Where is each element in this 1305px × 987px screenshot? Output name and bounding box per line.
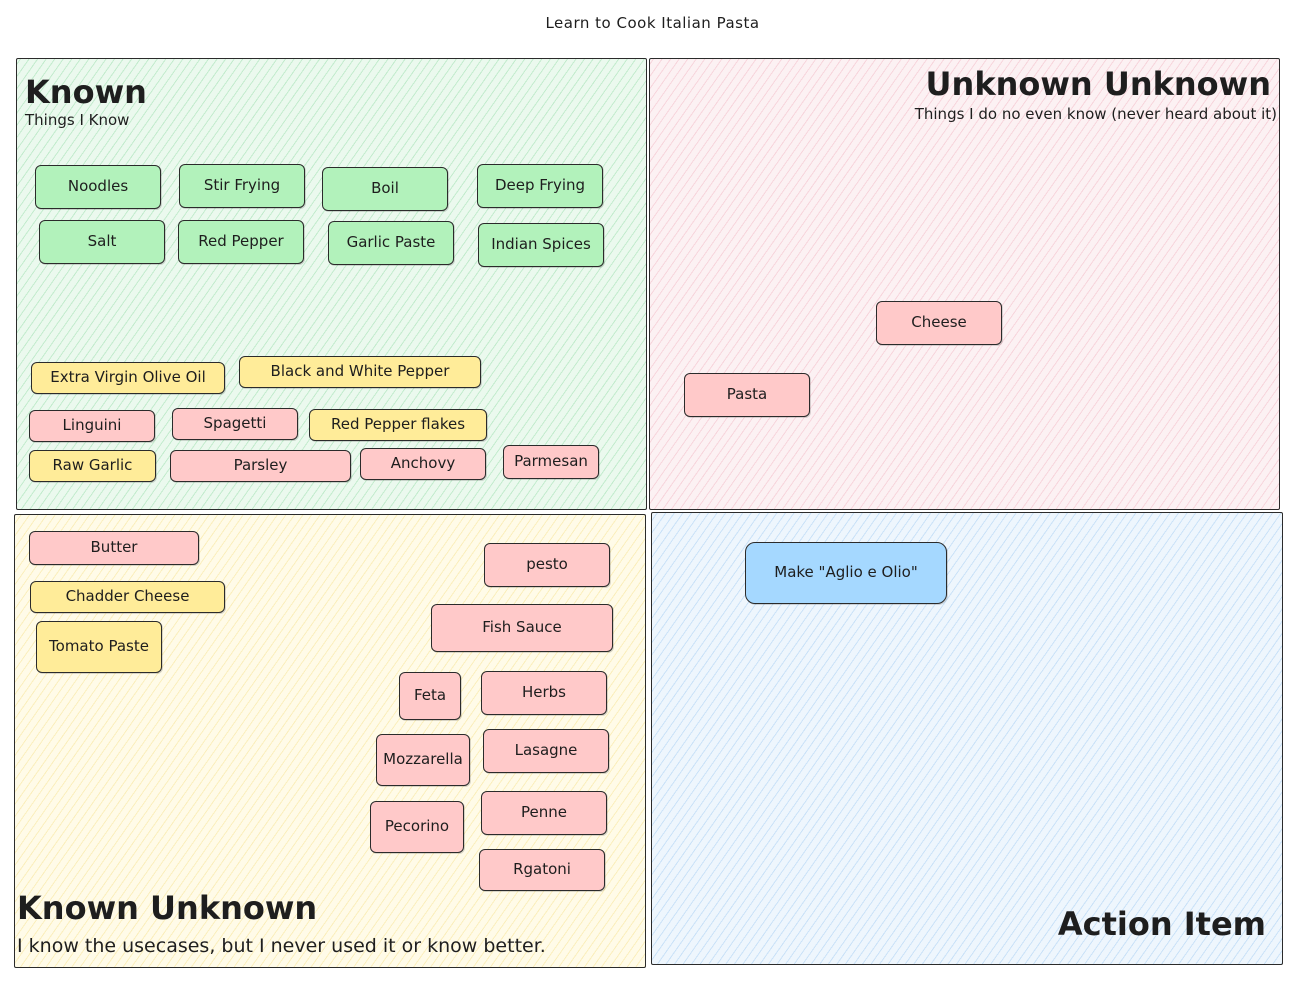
sticky-note[interactable]: Linguini [29,410,155,442]
quadrant-action-item-heading: Action Item [1057,905,1266,943]
sticky-note[interactable]: Tomato Paste [36,621,162,673]
quadrant-unknown-unknown-subtitle: Things I do no even know (never heard ab… [914,105,1277,123]
sticky-note[interactable]: Parmesan [503,445,599,479]
sticky-note[interactable]: Pecorino [370,801,464,853]
sticky-note[interactable]: Lasagne [483,729,609,773]
sticky-note[interactable]: Black and White Pepper [239,356,481,388]
sticky-note[interactable]: Fish Sauce [431,604,613,652]
quadrant-action-item[interactable]: Make "Aglio e Olio" Action Item [651,512,1283,965]
sticky-note[interactable]: Red Pepper flakes [309,409,487,441]
sticky-note[interactable]: Spagetti [172,408,298,440]
sticky-note[interactable]: Pasta [684,373,810,417]
quadrant-known-unknown-subtitle: I know the usecases, but I never used it… [17,935,546,957]
quadrant-unknown-unknown-heading: Unknown Unknown [925,65,1271,103]
sticky-note[interactable]: Deep Frying [477,164,603,208]
sticky-note[interactable]: Parsley [170,450,351,482]
board-title: Learn to Cook Italian Pasta [545,14,760,32]
quadrant-known-heading: Known [25,73,147,111]
sticky-note[interactable]: Penne [481,791,607,835]
quadrant-known[interactable]: Known Things I Know Noodles Stir Frying … [16,58,647,510]
sticky-note[interactable]: Stir Frying [179,164,305,208]
quadrant-known-unknown[interactable]: Butter Chadder Cheese Tomato Paste pesto… [14,514,646,968]
sticky-note[interactable]: Garlic Paste [328,221,454,265]
sticky-note[interactable]: Herbs [481,671,607,715]
sticky-note[interactable]: Feta [399,672,461,720]
sticky-note[interactable]: Cheese [876,301,1002,345]
sticky-note[interactable]: Mozzarella [376,734,470,786]
sticky-note[interactable]: Extra Virgin Olive Oil [31,362,225,394]
sticky-note[interactable]: Rgatoni [479,849,605,891]
quadrant-known-unknown-heading: Known Unknown [17,889,318,927]
quadrant-unknown-unknown[interactable]: Unknown Unknown Things I do no even know… [649,58,1280,510]
sticky-note[interactable]: Make "Aglio e Olio" [745,542,947,604]
quadrant-known-subtitle: Things I Know [25,111,130,129]
sticky-note[interactable]: Salt [39,220,165,264]
sticky-note[interactable]: Chadder Cheese [30,581,225,613]
sticky-note[interactable]: Indian Spices [478,223,604,267]
sticky-note[interactable]: Raw Garlic [29,450,156,482]
sticky-note[interactable]: Butter [29,531,199,565]
sticky-note[interactable]: Red Pepper [178,220,304,264]
sticky-note[interactable]: Boil [322,167,448,211]
sticky-note[interactable]: Anchovy [360,448,486,480]
sticky-note[interactable]: Noodles [35,165,161,209]
sticky-note[interactable]: pesto [484,543,610,587]
